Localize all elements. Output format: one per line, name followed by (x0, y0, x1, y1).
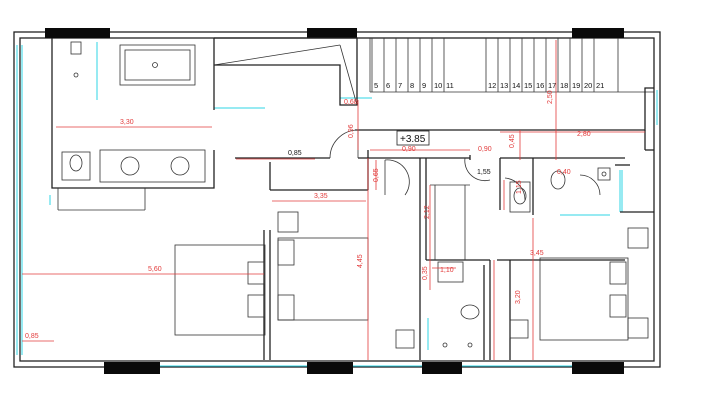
bed-bedroom-3 (539, 227, 649, 341)
stair-step-label: 9 (422, 81, 426, 90)
stair-step-label: 19 (572, 81, 580, 90)
stair-step-label: 5 (374, 81, 378, 90)
stair-step-label: 14 (512, 81, 520, 90)
dim-0-65: 0,65 (373, 168, 380, 182)
stair-step-label: 7 (398, 81, 402, 90)
level-marker-label: +3.85 (400, 134, 426, 145)
bathtub (119, 44, 196, 86)
dim-1-10: 1,10 (440, 267, 454, 274)
bath-fixtures-center (437, 167, 611, 348)
dim-0-90-a: 0,90 (402, 146, 416, 153)
window-glazing (16, 42, 658, 367)
dim-2-80: 2,80 (577, 131, 591, 138)
dim-2-50: 2,50 (547, 90, 554, 104)
stair-step-label: 16 (536, 81, 544, 90)
stair-treads (371, 38, 619, 92)
stair-step-label: 11 (446, 81, 454, 90)
stair-step-label: 21 (596, 81, 604, 90)
stair-step-label: 15 (524, 81, 532, 90)
dim-3-20: 3,20 (515, 290, 522, 304)
stair-step-label: 8 (410, 81, 414, 90)
dim-3-30: 3,30 (120, 119, 134, 126)
dim-0-96: 0,96 (348, 124, 355, 138)
doors (329, 129, 601, 201)
dim-0-85-corridor: 0,85 (288, 150, 302, 157)
level-marker: +3.85 (396, 130, 430, 146)
washbasin-counter (99, 149, 206, 183)
dim-0-40: 0,40 (557, 169, 571, 176)
dim-0-35: 0,35 (422, 266, 429, 280)
toilet-left (61, 41, 91, 181)
dim-5-60: 5,60 (148, 266, 162, 273)
dim-4-45: 4,45 (357, 254, 364, 268)
stair-step-label: 20 (584, 81, 592, 90)
desk-bedroom-2 (395, 329, 415, 349)
stair-step-label: 6 (386, 81, 390, 90)
stair-step-label: 13 (500, 81, 508, 90)
structural-columns (45, 28, 624, 374)
bed-bedroom-2 (277, 211, 369, 321)
dim-0-85-left: 0,85 (25, 333, 39, 340)
desk-bedroom-3 (509, 319, 529, 339)
dim-3-45: 3,45 (530, 250, 544, 257)
stair-step-label: 18 (560, 81, 568, 90)
dim-3-35: 3,35 (314, 193, 328, 200)
dim-0-68: 0,68 (344, 99, 358, 106)
dim-1-55: 1,55 (477, 169, 491, 176)
dim-0-90-b: 0,90 (478, 146, 492, 153)
dimension-lines (22, 40, 645, 360)
dim-1-15: 1,15 (516, 180, 523, 194)
stair-step-label: 17 (548, 81, 556, 90)
dimension-labels: 3,30 5,60 0,85 0,85 0,68 0,96 0,65 3,35 … (25, 90, 591, 340)
bed-master (174, 244, 266, 336)
dim-0-45: 0,45 (509, 134, 516, 148)
dim-2-12: 2,12 (424, 205, 431, 219)
stair-step-label: 10 (434, 81, 442, 90)
stair-step-label: 12 (488, 81, 496, 90)
